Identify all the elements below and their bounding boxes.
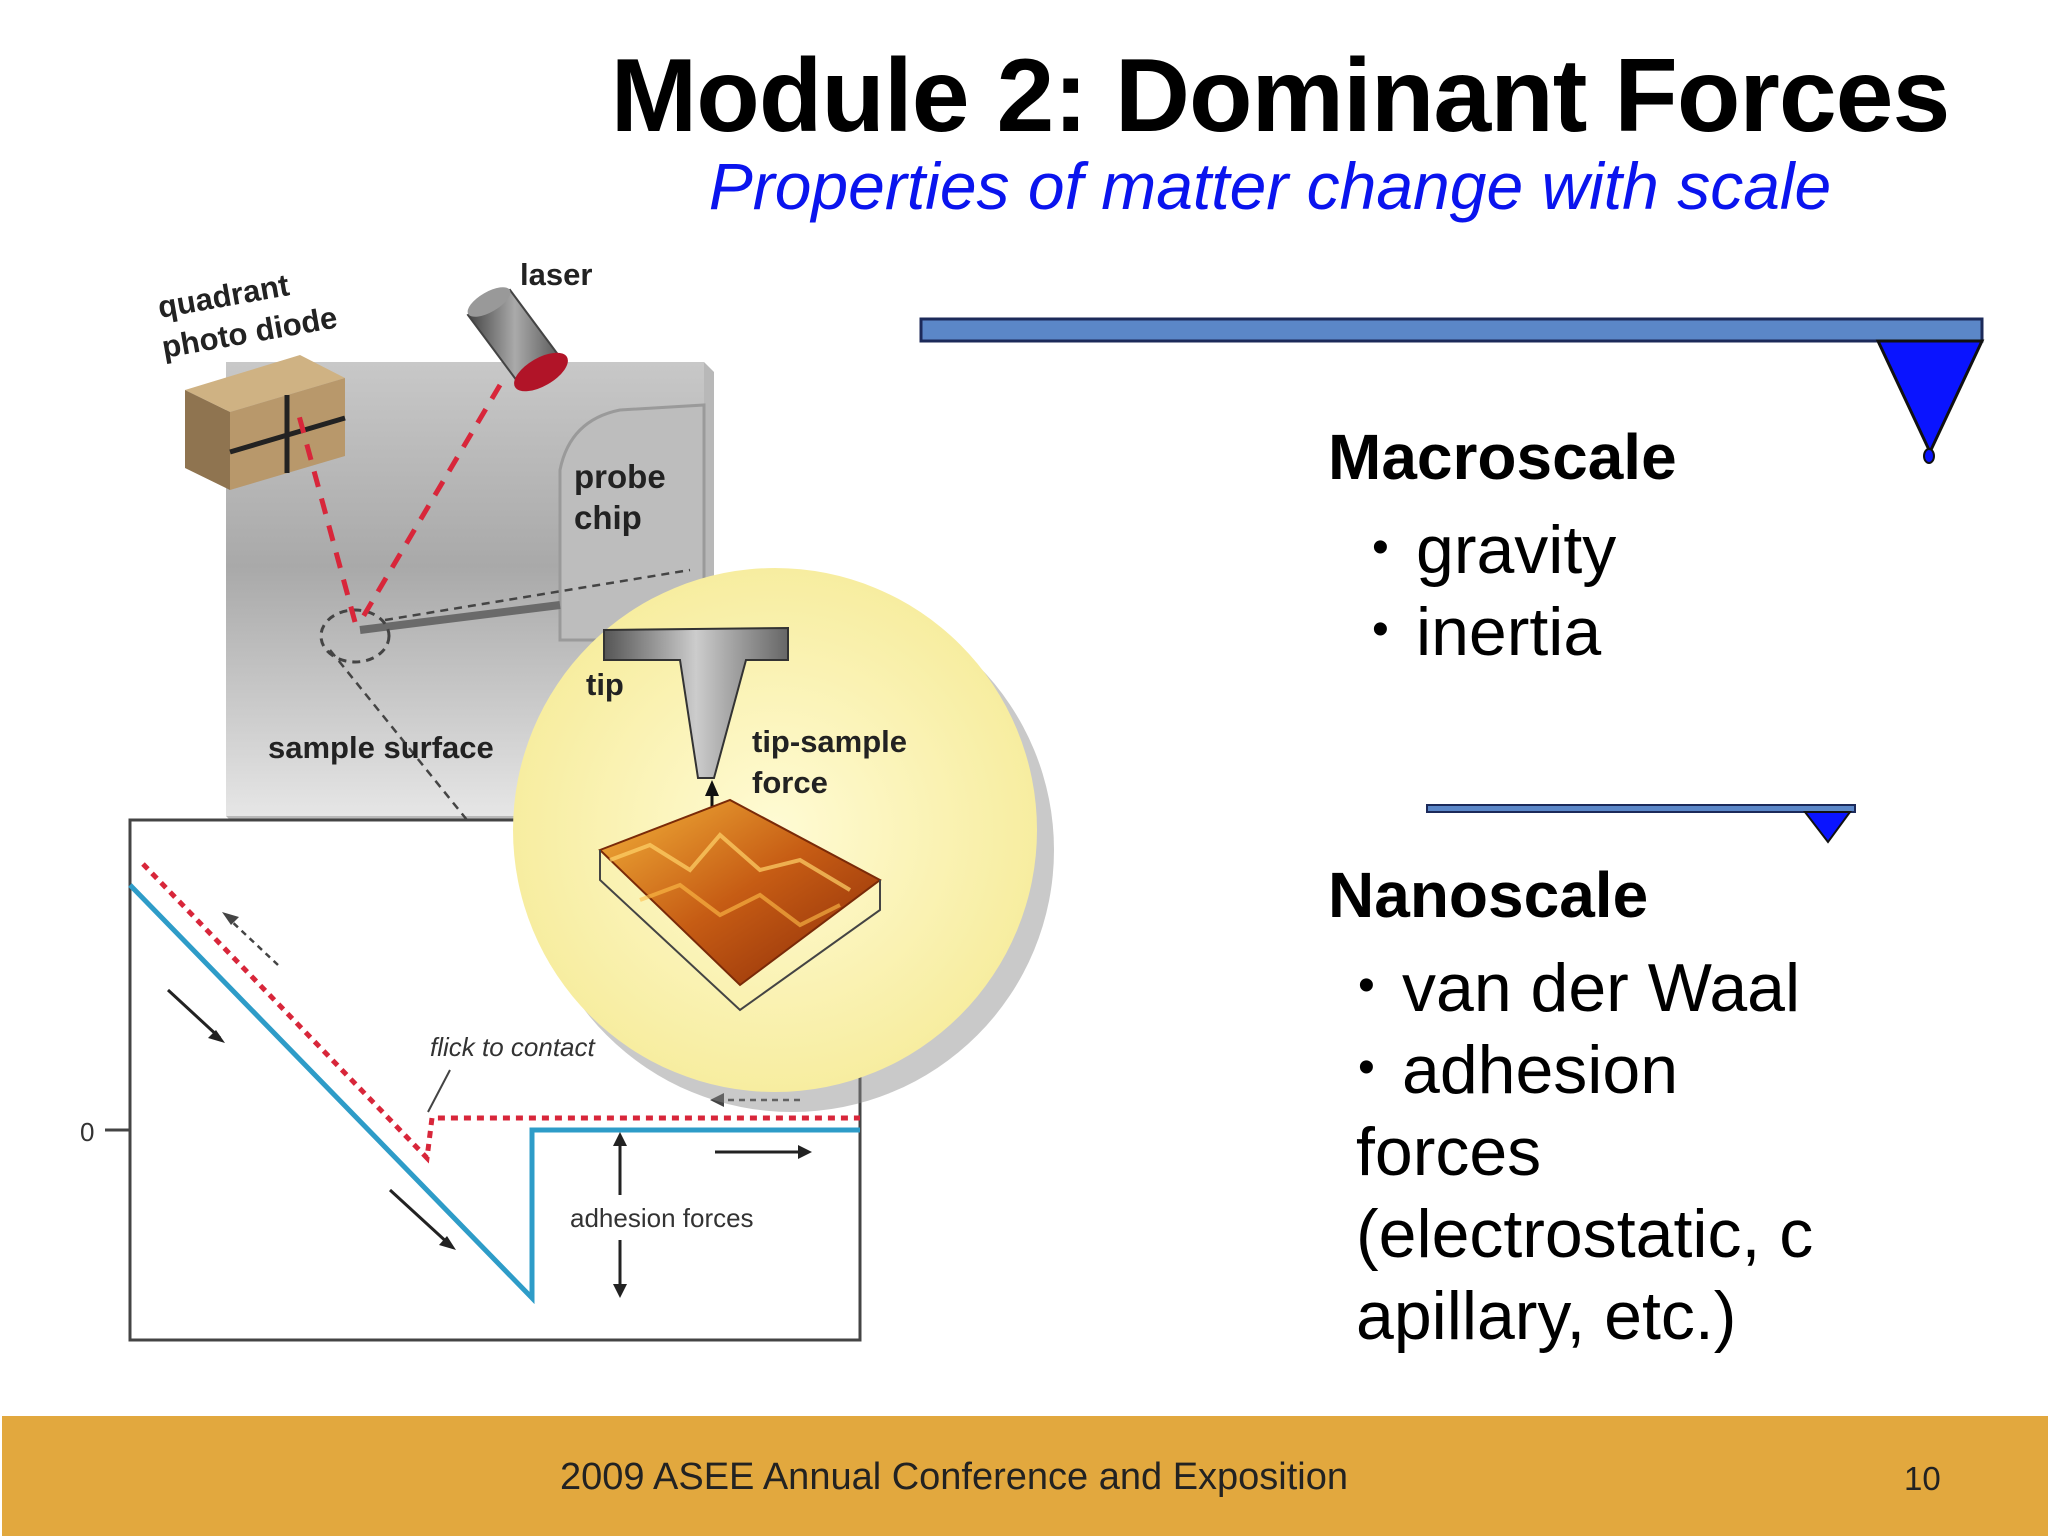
macro-bullet-inertia: •inertia bbox=[1372, 594, 1602, 670]
approach-curve bbox=[128, 883, 860, 1305]
magnified-tip-view bbox=[513, 568, 1054, 1112]
laser-beam-incident bbox=[357, 383, 503, 624]
nano-bullet-van-der-waal: •van der Waal bbox=[1358, 950, 1801, 1026]
macro-tip bbox=[1875, 339, 1985, 456]
bullet-icon: • bbox=[1372, 603, 1389, 656]
photo-cantilever bbox=[359, 601, 561, 634]
quadrant-photodiode bbox=[185, 355, 346, 490]
label-tip-sample: tip-sample bbox=[752, 724, 907, 759]
slide-subtitle: Properties of matter change with scale bbox=[708, 149, 1832, 223]
label-flick-to-contact: flick to contact bbox=[430, 1032, 597, 1062]
nano-cantilever-beam bbox=[1426, 804, 1856, 813]
macro-cantilever-beam bbox=[919, 317, 1984, 343]
label-laser: laser bbox=[520, 257, 592, 292]
afm-figure: quadrant photo diode laser probe chip sa… bbox=[80, 257, 1054, 1342]
macro-bullet-gravity: •gravity bbox=[1372, 512, 1617, 588]
bullet-icon: • bbox=[1358, 959, 1375, 1012]
nano-continuation-capillary: apillary, etc.) bbox=[1356, 1278, 1737, 1354]
nano-tip bbox=[1802, 811, 1852, 844]
macroscale-heading: Macroscale bbox=[1328, 421, 1677, 493]
label-force: force bbox=[752, 765, 828, 800]
nano-continuation-electrostatic: (electrostatic, c bbox=[1356, 1196, 1814, 1272]
slide-title: Module 2: Dominant Forces bbox=[610, 38, 1951, 154]
label-sample-surface: sample surface bbox=[268, 730, 494, 765]
probe-chip bbox=[558, 403, 706, 642]
bullet-icon: • bbox=[1372, 521, 1389, 574]
footer-bar bbox=[2, 1416, 2048, 1536]
label-probe: probe bbox=[574, 458, 666, 495]
retract-curve bbox=[141, 862, 860, 1164]
nano-bullet-adhesion: •adhesion bbox=[1358, 1032, 1679, 1108]
nanoscale-heading: Nanoscale bbox=[1328, 859, 1649, 931]
macro-cantilever-graphic bbox=[919, 317, 1985, 464]
label-tip: tip bbox=[586, 667, 624, 702]
laser-beam-reflected bbox=[295, 411, 358, 623]
label-zero: 0 bbox=[80, 1117, 94, 1147]
nano-cantilever-graphic bbox=[1426, 804, 1856, 844]
bullet-icon: • bbox=[1358, 1041, 1375, 1094]
label-chip: chip bbox=[574, 499, 642, 536]
laser-source bbox=[466, 287, 568, 392]
label-adhesion-forces: adhesion forces bbox=[570, 1203, 754, 1233]
slide-number: 10 bbox=[1904, 1460, 1941, 1497]
nano-continuation-forces: forces bbox=[1356, 1114, 1542, 1190]
footer-text: 2009 ASEE Annual Conference and Expositi… bbox=[560, 1456, 1349, 1498]
